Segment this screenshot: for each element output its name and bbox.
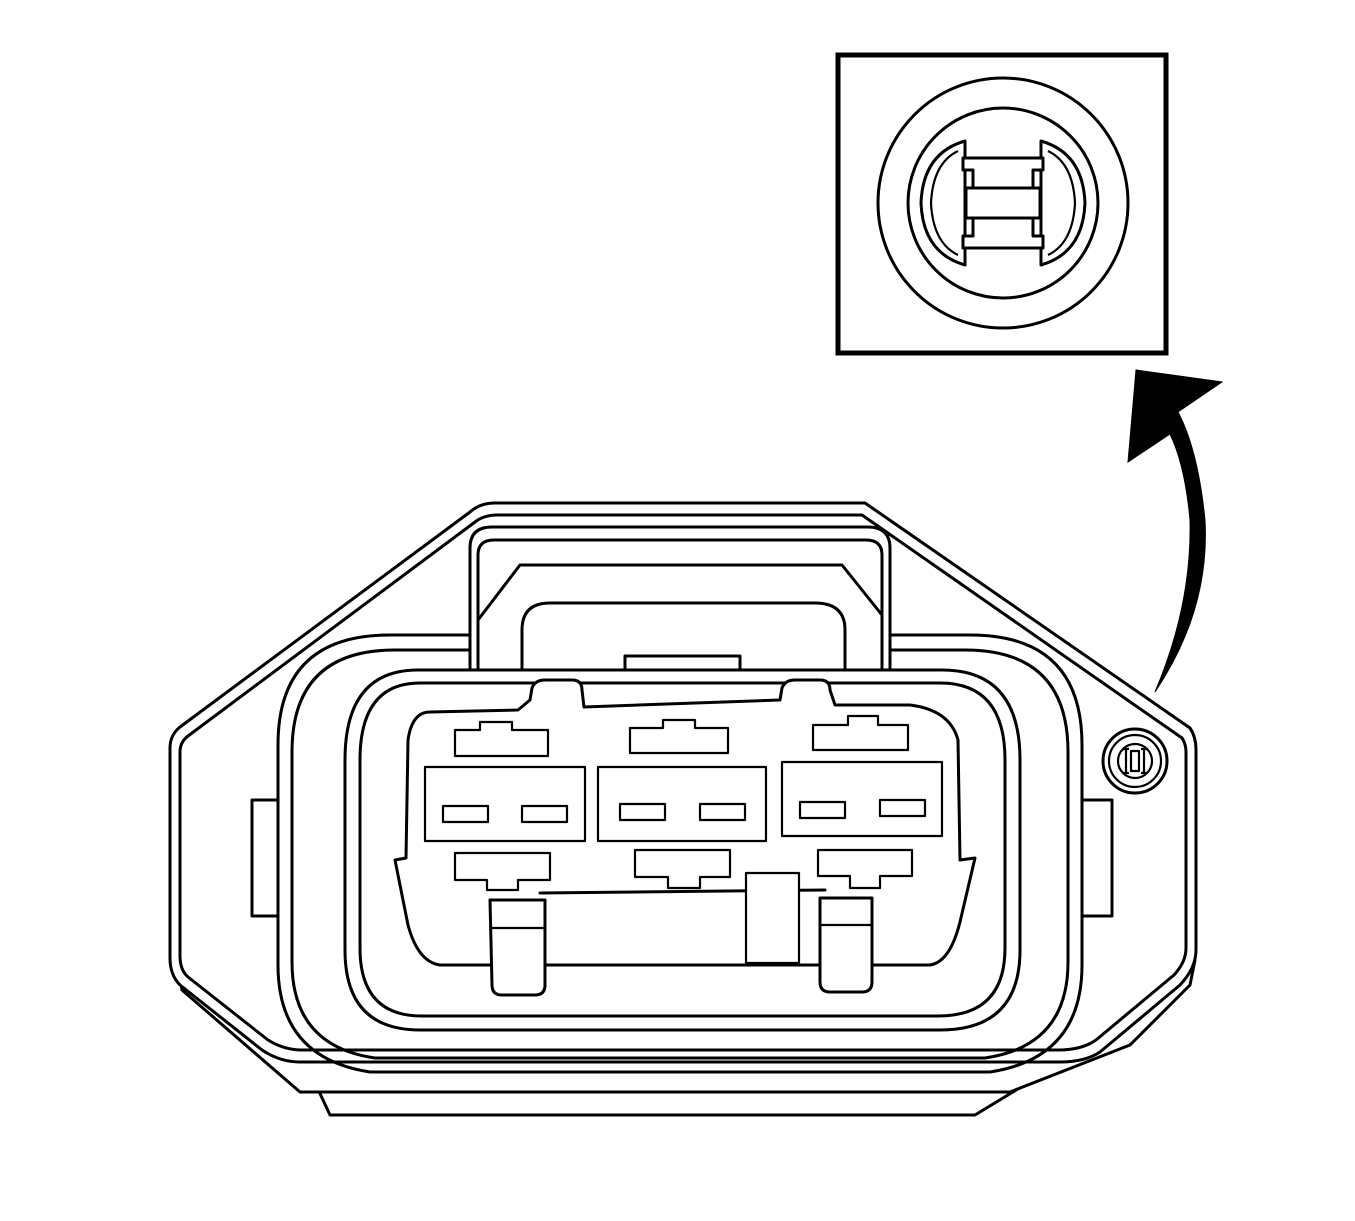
terminal-block-row (423, 760, 944, 843)
housing-inner (358, 681, 1007, 1018)
terminal-block-b (596, 765, 768, 843)
center-key (744, 871, 801, 965)
seal-ring-outer (276, 633, 1084, 1074)
lower-cavity-row (453, 848, 914, 892)
callout-arrow-icon (1127, 369, 1224, 693)
seal-ring-inner (290, 648, 1070, 1060)
lower-cavity-2 (633, 848, 732, 890)
terminal-block-c (780, 760, 944, 838)
terminal-slot (618, 802, 667, 822)
manufacturer-logo-icon (876, 76, 1130, 330)
latch-inner-frame (476, 563, 884, 702)
terminal-housing (343, 668, 1022, 1032)
left-side-notch (250, 798, 280, 918)
right-side-notch (1080, 798, 1114, 918)
latch-outer-bevel (476, 538, 884, 702)
terminal-slot (878, 798, 927, 818)
logo-inset (835, 52, 1169, 356)
upper-cavity-2 (628, 718, 730, 755)
terminal-slot (441, 804, 490, 824)
right-lock-leg (818, 896, 874, 994)
lower-cavity-3 (816, 848, 914, 890)
left-lock-leg (488, 898, 547, 997)
upper-cavity-3 (811, 714, 910, 752)
terminal-slot (698, 802, 747, 822)
terminal-slot (520, 804, 569, 824)
terminal-block-a (423, 765, 587, 843)
upper-cavity-1 (453, 720, 550, 758)
terminal-slot (798, 800, 847, 820)
body-logo (1101, 727, 1169, 795)
lower-cavity-1 (453, 851, 552, 892)
upper-cavity-row (453, 714, 910, 758)
outer-shell-bevel (178, 513, 1188, 1052)
